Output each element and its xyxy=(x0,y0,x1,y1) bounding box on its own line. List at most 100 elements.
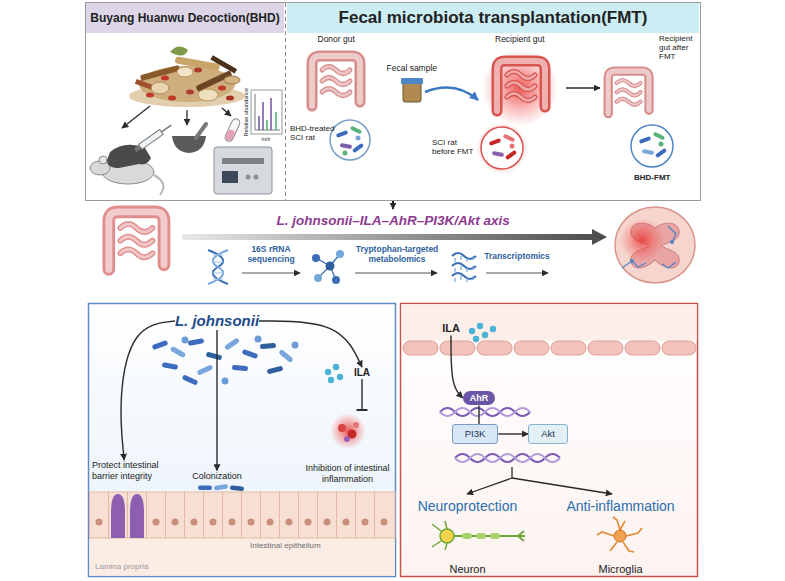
tissue-label-box: Lamina propria xyxy=(95,562,148,571)
gavage-rat xyxy=(99,156,107,164)
endothelial-cells xyxy=(625,341,660,355)
outcome-node-text: Neuron xyxy=(405,563,530,576)
top-frame xyxy=(86,3,701,201)
rna-icon xyxy=(452,253,476,282)
herb-pile xyxy=(218,86,226,91)
part-label-box: SCI rat before FMT xyxy=(432,138,478,156)
outcome-node-text: Neuroprotection xyxy=(405,498,530,515)
cell-nuclei xyxy=(96,519,103,526)
ila-molecules xyxy=(328,377,334,383)
metabolite-icon xyxy=(312,254,320,262)
ila-molecules xyxy=(337,374,343,380)
header-band-text: Buyang Huanwu Decoction(BHD) xyxy=(89,11,281,25)
cell-nuclei xyxy=(229,519,236,526)
herb-pile xyxy=(170,46,188,55)
microbiota-circle xyxy=(476,122,528,174)
axis-title-box: L. johnsonii–ILA–AhR–PI3K/Akt axis xyxy=(277,213,510,229)
inflammation xyxy=(330,413,366,449)
transfer-arrow xyxy=(425,88,478,101)
mortar xyxy=(172,124,206,153)
herb-pile xyxy=(198,89,218,101)
part-label-box: Donor gut xyxy=(318,35,355,45)
herb-pile xyxy=(177,67,193,77)
sample-tube xyxy=(224,118,241,143)
neuron xyxy=(490,533,500,539)
neuron xyxy=(476,533,486,539)
method-label-box: Tryptophan-targeted metabolomics xyxy=(350,245,444,265)
cell-nuclei xyxy=(210,519,217,526)
goblet-cells xyxy=(111,494,125,538)
cell-nuclei xyxy=(343,519,350,526)
microbiota-circle xyxy=(343,151,348,156)
spinal-cord xyxy=(615,207,695,283)
part-label: Donor gut xyxy=(318,35,355,45)
outcome-node: Anti-inflammationMicroglia xyxy=(548,498,693,576)
ila-molecules xyxy=(469,328,475,334)
bacteria-cluster xyxy=(182,337,189,344)
bacterium-label: L. johnsonii xyxy=(175,312,259,330)
microbiota-circle xyxy=(336,130,349,138)
axis-label: m/z xyxy=(262,136,271,142)
microbiota-circle xyxy=(489,138,502,146)
microbiota-circle xyxy=(330,120,370,160)
header-band: Fecal microbiota transplantation(FMT) xyxy=(287,3,699,33)
metabolite-label: ILA xyxy=(354,367,370,379)
split-arrows xyxy=(467,467,512,494)
dna-helix xyxy=(455,454,560,462)
divider xyxy=(285,3,286,200)
mortar xyxy=(172,136,206,153)
microbiota-circle xyxy=(653,132,666,141)
dna-helix xyxy=(440,408,530,416)
goblet-cells xyxy=(111,494,144,538)
herb-pile xyxy=(168,96,176,101)
metabolite-label-text: ILA xyxy=(354,367,370,379)
herb-pile xyxy=(161,76,169,81)
connector xyxy=(451,336,463,398)
metabolite-icon xyxy=(314,274,322,282)
metabolite-label-text: ILA xyxy=(442,322,460,335)
mass-spectrometer xyxy=(255,94,280,130)
down-arrow xyxy=(392,201,394,209)
bacteria-cluster xyxy=(224,337,240,350)
epithelium xyxy=(280,492,299,538)
metabolite-icon xyxy=(312,250,344,284)
bacteria-cluster xyxy=(232,365,248,371)
mass-spectrometer xyxy=(254,175,259,180)
microbiota-circle xyxy=(340,143,353,149)
epithelium xyxy=(185,492,204,538)
process-arrows xyxy=(486,272,548,273)
herb-pile xyxy=(210,55,237,73)
recipient-gut xyxy=(497,61,545,111)
process-arrows xyxy=(186,110,187,125)
process-arrows xyxy=(122,106,231,128)
donor-gut xyxy=(312,56,360,106)
microbiota-circle xyxy=(356,136,361,141)
neuron xyxy=(432,521,525,550)
herb-pile xyxy=(139,66,235,102)
tissue-label-box: Intestinal epithelium xyxy=(250,541,321,550)
gavage-rat xyxy=(90,123,173,195)
part-label: Fecal sample xyxy=(387,64,438,74)
kinase-box: PI3K xyxy=(452,424,499,443)
microglia xyxy=(597,517,642,552)
bacteria-cluster xyxy=(170,346,186,358)
endothelial-cells xyxy=(440,341,475,355)
cell-nuclei xyxy=(267,519,274,526)
bacteria-cluster xyxy=(197,364,214,375)
rna-icon xyxy=(455,256,473,282)
epithelium xyxy=(90,492,109,538)
inflammation xyxy=(330,413,366,449)
gavage-rat xyxy=(134,145,141,152)
microbiota-circle xyxy=(352,143,364,153)
part-label: Recipient gut xyxy=(495,35,545,45)
mass-spectrometer xyxy=(267,112,276,130)
cell-nuclei xyxy=(153,519,160,526)
mass-spectrometer xyxy=(259,98,271,130)
metabolite-label: ILA xyxy=(442,322,460,335)
process-arrows xyxy=(242,272,548,273)
part-label-box: BHD-FMT xyxy=(634,173,670,182)
bacteria-cluster xyxy=(292,342,299,349)
connector xyxy=(361,379,362,410)
dna-helix xyxy=(455,454,560,462)
